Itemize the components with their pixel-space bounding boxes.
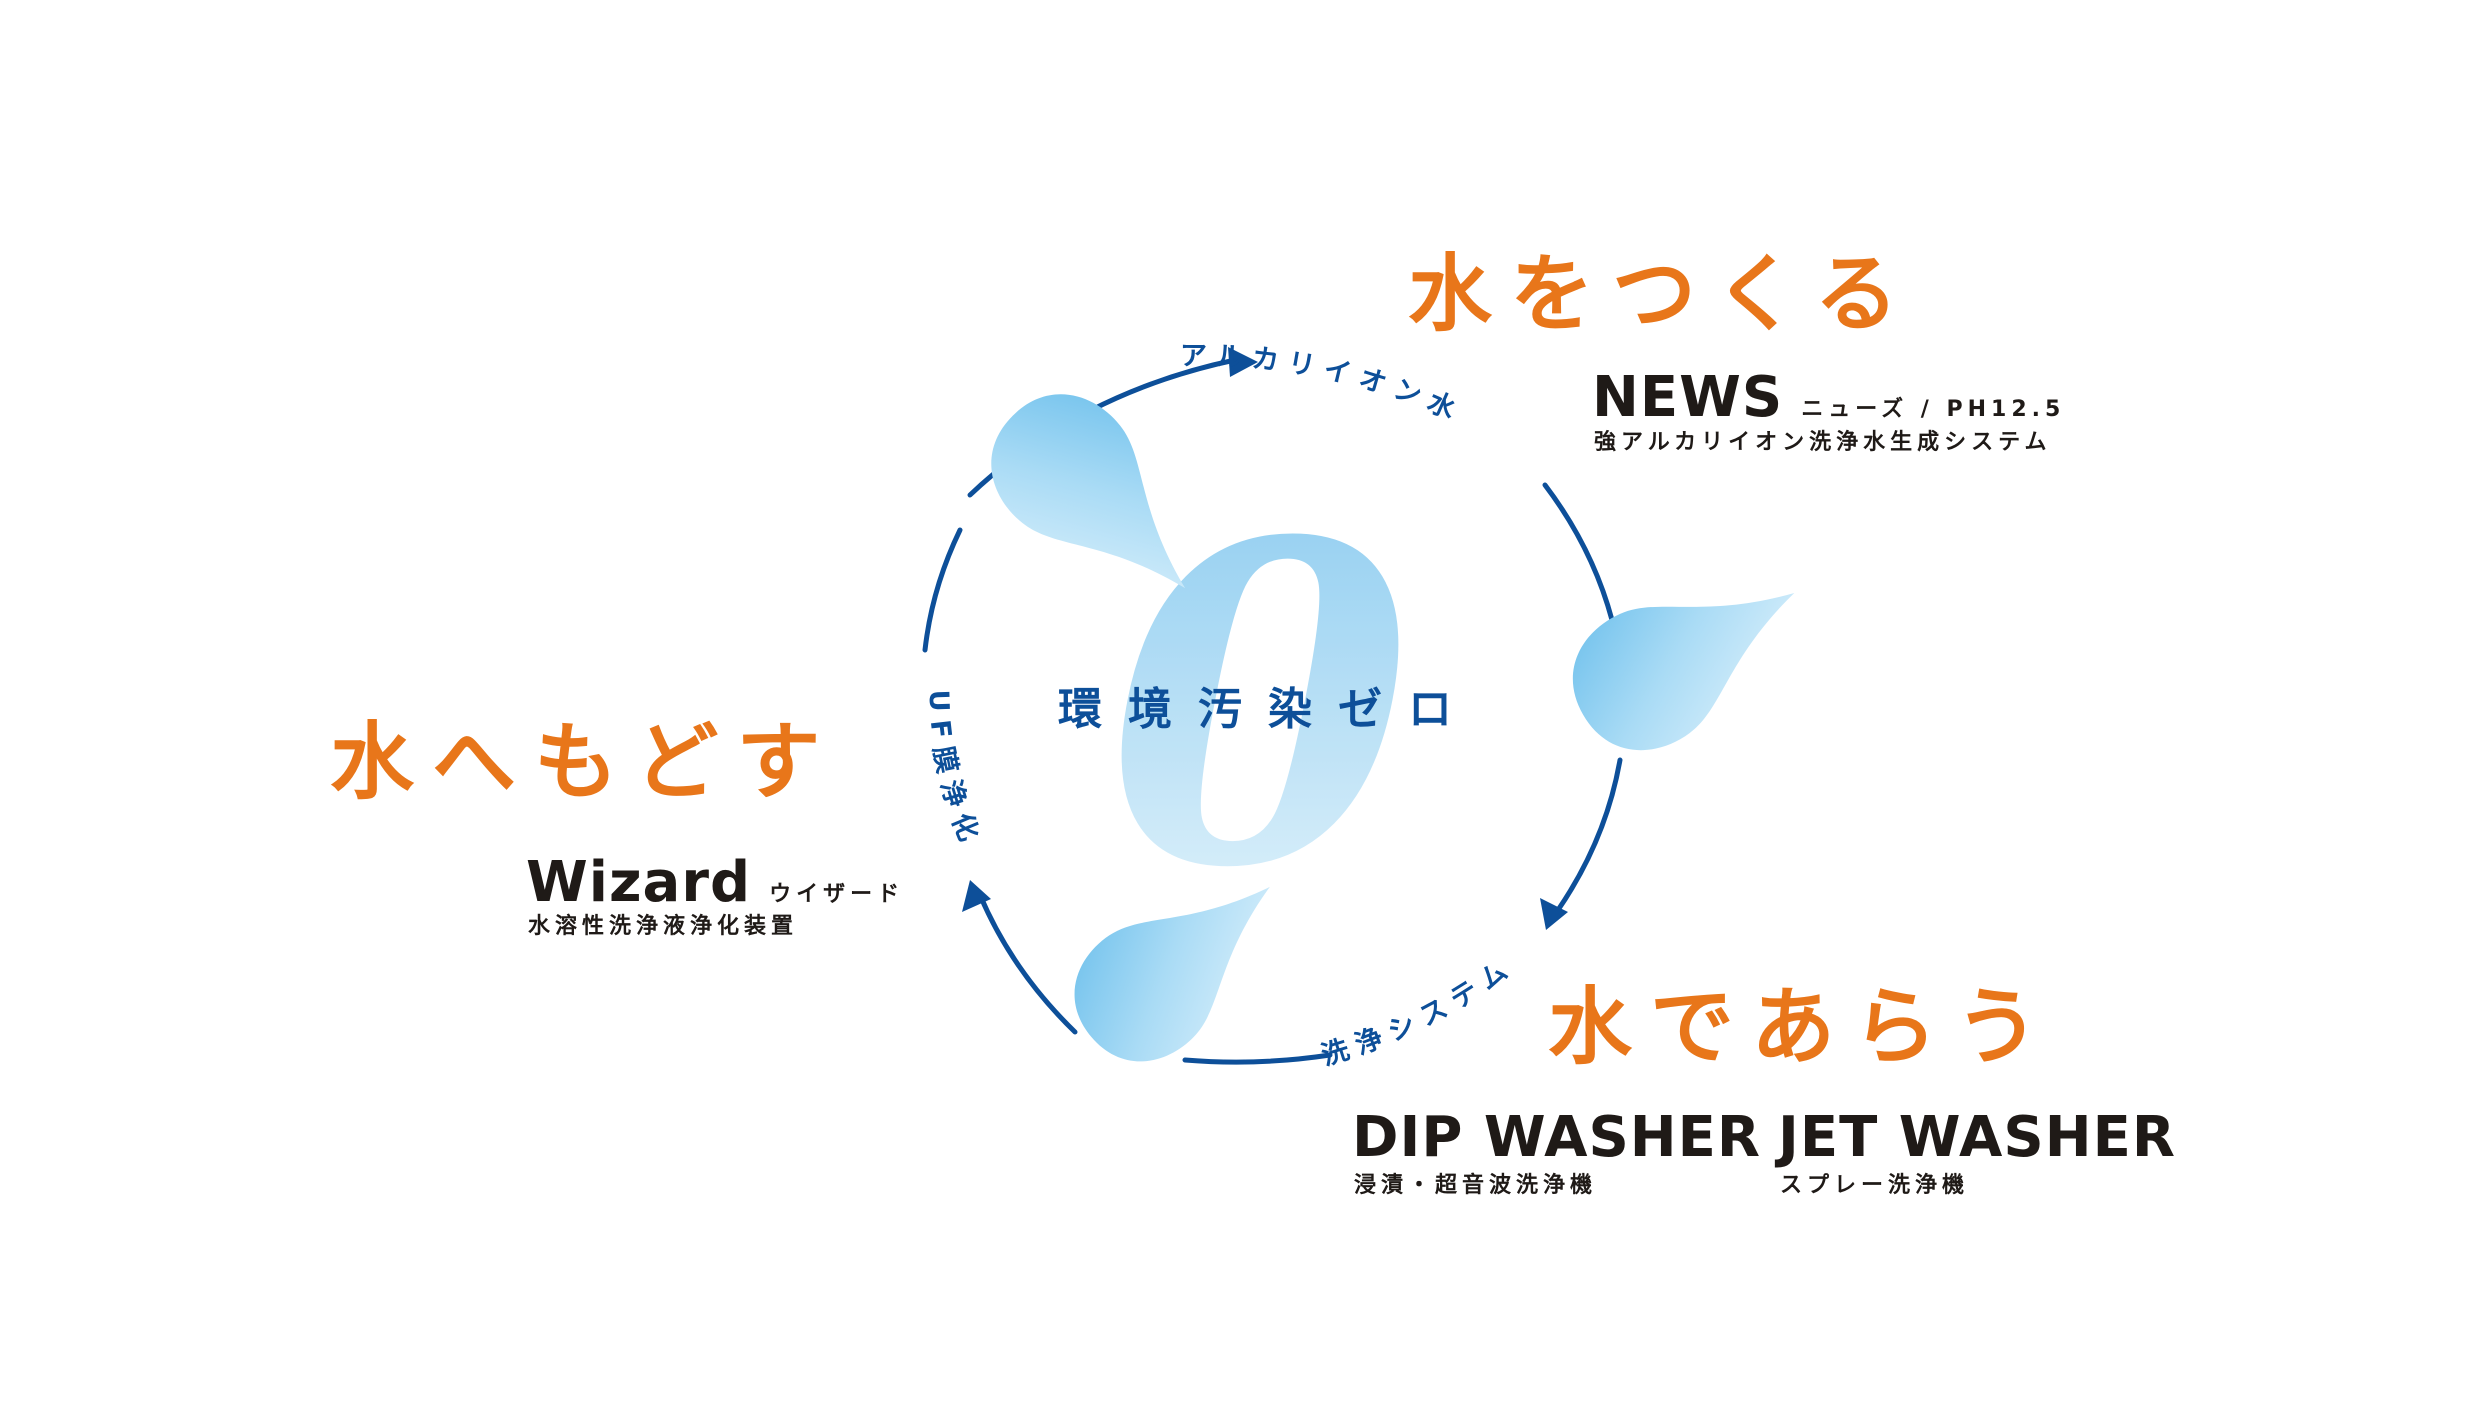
news-product-name: NEWS xyxy=(1592,365,1784,430)
cycle-segment-right xyxy=(1555,757,1623,913)
arc-label-uf-membrane: UF膜浄化 xyxy=(923,689,979,854)
center-label: 環境汚染ゼロ xyxy=(1058,684,1478,735)
arc-label-alkaline-water: アルカリイオン水 xyxy=(1180,341,1459,430)
cycle-segment-bottom xyxy=(1182,1052,1333,1065)
dip-washer-desc: 浸漬・超音波洗浄機 xyxy=(1354,1173,1598,1198)
svg-text:UF膜浄化: UF膜浄化 xyxy=(923,689,988,854)
dip-washer-name: DIP WASHER xyxy=(1352,1105,1762,1170)
jet-washer-desc: スプレー洗浄機 xyxy=(1780,1173,1970,1198)
stage-return-title: 水へもどす xyxy=(330,713,839,811)
news-product-sub: ニューズ / PH12.5 xyxy=(1801,397,2066,422)
stage-wash-title: 水であらう xyxy=(1548,978,2058,1076)
arc-label-cleaning-system: 洗浄システム xyxy=(1318,951,1512,1072)
arrow-head-icon xyxy=(1540,898,1568,930)
water-drops xyxy=(991,394,1795,1062)
cycle-segment-bottom-left xyxy=(977,892,1078,1035)
water-drop-icon xyxy=(1572,593,1795,751)
wizard-product-desc: 水溶性洗浄液浄化装置 xyxy=(528,914,799,939)
arrow-head-icon xyxy=(962,880,991,912)
wizard-product-name: Wizard xyxy=(526,850,752,915)
jet-washer-name: JET WASHER xyxy=(1778,1105,2176,1170)
stage-make-title: 水をつくる xyxy=(1408,245,1917,343)
cycle-segment-top-right xyxy=(1542,482,1615,623)
water-drop-icon xyxy=(1074,886,1270,1062)
cycle-segment-left xyxy=(922,527,963,653)
water-drop-icon xyxy=(991,394,1186,589)
wizard-product-sub: ウイザード xyxy=(769,882,905,907)
svg-text:洗浄システム: 洗浄システム xyxy=(1318,951,1521,1072)
arrow-head-icon xyxy=(1228,347,1258,377)
news-product-desc: 強アルカリイオン洗浄水生成システム xyxy=(1594,430,2052,455)
svg-text:アルカリイオン水: アルカリイオン水 xyxy=(1180,341,1468,430)
